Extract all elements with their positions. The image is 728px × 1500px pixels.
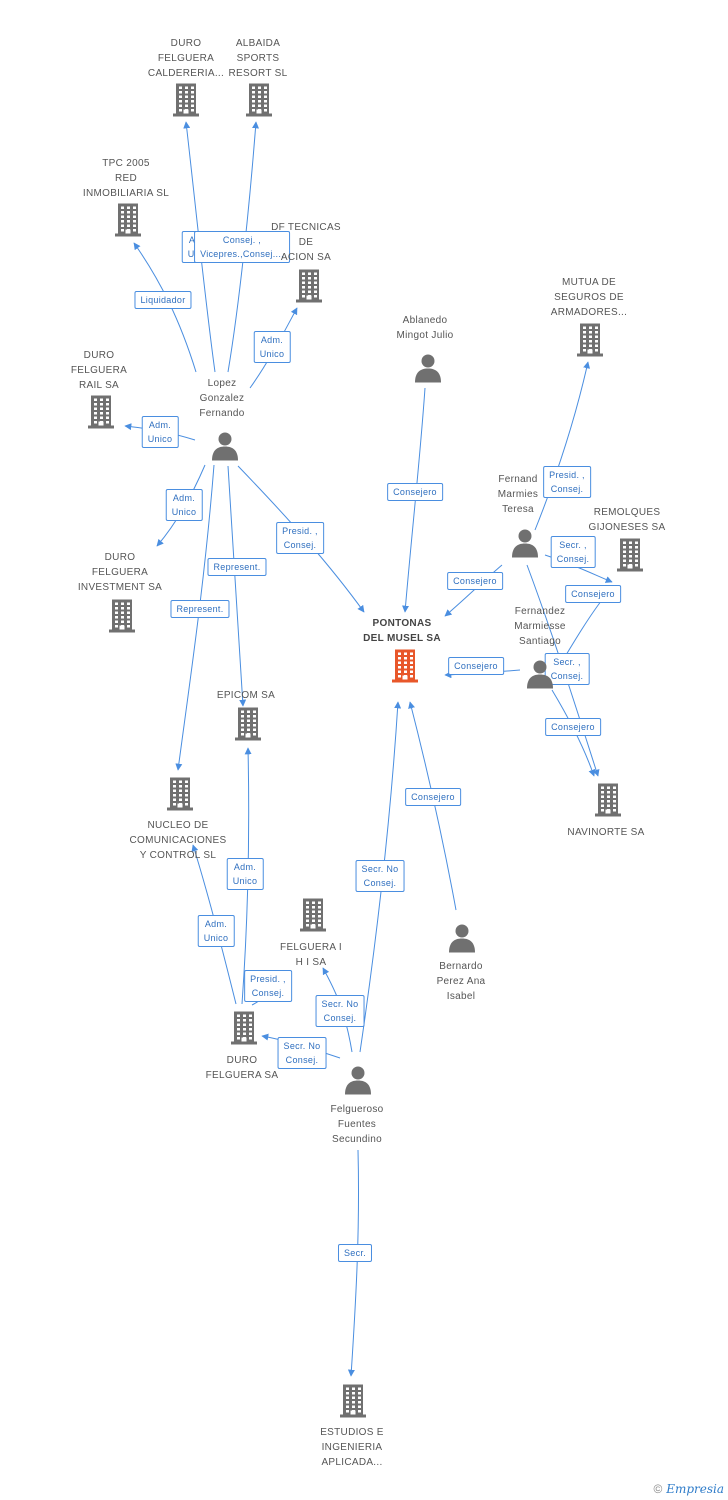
copyright-symbol: ©	[653, 1482, 663, 1496]
building-icon[interactable]	[300, 898, 326, 937]
node-label-remolques[interactable]: REMOLQUES GIJONESES SA	[588, 507, 666, 533]
edge-label[interactable]: Represent.	[170, 600, 230, 618]
node-label-mutua[interactable]: MUTUA DE SEGUROS DE ARMADORES...	[550, 277, 628, 318]
edge-label[interactable]: Adm. Unico	[226, 858, 264, 890]
edge-label[interactable]: Liquidador	[134, 291, 192, 309]
edge-label[interactable]: Adm. Unico	[197, 915, 235, 947]
edge-label[interactable]: Secr. No Consej.	[315, 995, 365, 1027]
building-icon[interactable]	[167, 777, 193, 816]
node-label-fernandez_santiago[interactable]: Fernandez Marmiesse Santiago	[514, 606, 566, 647]
person-icon[interactable]	[447, 923, 477, 958]
edge-label[interactable]: Adm. Unico	[141, 416, 179, 448]
edge-label[interactable]: Presid. , Consej.	[543, 466, 591, 498]
edge-label[interactable]: Secr. No Consej.	[355, 860, 405, 892]
edges-layer	[124, 121, 613, 1377]
edge-label[interactable]: Secr. No Consej.	[277, 1037, 327, 1069]
edge-label[interactable]: Presid. , Consej.	[244, 970, 292, 1002]
building-icon[interactable]	[173, 83, 199, 122]
edge-label[interactable]: Consejero	[447, 572, 503, 590]
node-label-felgueroso[interactable]: Felgueroso Fuentes Secundino	[330, 1104, 384, 1145]
node-label-duro_calderer[interactable]: DURO FELGUERA CALDERERIA...	[147, 38, 225, 79]
node-label-bernardo[interactable]: Bernardo Perez Ana Isabel	[436, 961, 486, 1002]
edge-label[interactable]: Consejero	[405, 788, 461, 806]
node-label-tpc[interactable]: TPC 2005 RED INMOBILIARIA SL	[82, 158, 170, 199]
edge-felgueroso-estudios	[347, 1149, 360, 1377]
node-label-df_tecnicas[interactable]: DF TECNICAS DE ACION SA	[271, 222, 341, 263]
edge-label[interactable]: Secr.	[337, 1244, 373, 1262]
edge-lopez-nucleo	[175, 464, 215, 771]
node-label-epicom[interactable]: EPICOM SA	[216, 690, 276, 701]
edge-label[interactable]: Consej. , Vicepres.,Consej....	[194, 231, 290, 263]
building-icon[interactable]	[340, 1384, 366, 1423]
building-icon[interactable]	[235, 707, 261, 746]
node-label-estudios[interactable]: ESTUDIOS E INGENIERIA APLICADA...	[320, 1427, 384, 1468]
node-label-albaida[interactable]: ALBAIDA SPORTS RESORT SL	[228, 38, 288, 79]
edge-label[interactable]: Consejero	[545, 718, 601, 736]
edge-label[interactable]: Consejero	[448, 657, 504, 675]
building-icon[interactable]	[577, 323, 603, 362]
node-label-nucleo[interactable]: NUCLEO DE COMUNICACIONES Y CONTROL SL	[129, 820, 227, 861]
focus-building-icon[interactable]	[392, 649, 418, 688]
building-icon[interactable]	[296, 269, 322, 308]
brand-footer: © Empresia	[654, 1482, 724, 1496]
building-icon[interactable]	[617, 538, 643, 577]
node-label-ablanedo[interactable]: Ablanedo Mingot Julio	[396, 315, 454, 341]
edge-label[interactable]: Adm. Unico	[165, 489, 203, 521]
node-label-felguera_ihi[interactable]: FELGUERA I H I SA	[280, 942, 342, 968]
building-icon[interactable]	[109, 599, 135, 638]
node-label-lopez[interactable]: Lopez Gonzalez Fernando	[199, 378, 245, 419]
brand-name: Empresia	[666, 1482, 724, 1496]
edge-label[interactable]: Consejero	[387, 483, 443, 501]
edge-lopez-epicom	[227, 465, 247, 707]
person-icon[interactable]	[210, 431, 240, 466]
node-label-pontonas[interactable]: PONTONAS DEL MUSEL SA	[363, 618, 441, 644]
person-icon[interactable]	[510, 528, 540, 563]
building-icon[interactable]	[115, 203, 141, 242]
edge-label[interactable]: Secr. , Consej.	[544, 653, 590, 685]
edge-bernardo-pontonas	[408, 701, 457, 911]
node-label-duro_investment[interactable]: DURO FELGUERA INVESTMENT SA	[77, 552, 163, 593]
edge-fernandez_teresa-pontonas	[444, 564, 503, 617]
person-icon[interactable]	[343, 1065, 373, 1100]
edge-label[interactable]: Secr. , Consej.	[550, 536, 596, 568]
edge-label[interactable]: Represent.	[207, 558, 267, 576]
edge-label[interactable]: Adm. Unico	[253, 331, 291, 363]
edge-fernandez_teresa-mutua	[534, 361, 591, 531]
building-icon[interactable]	[231, 1011, 257, 1050]
building-icon[interactable]	[88, 395, 114, 434]
person-icon[interactable]	[413, 353, 443, 388]
node-label-duro_rail[interactable]: DURO FELGUERA RAIL SA	[70, 350, 128, 391]
node-label-duro_felguera[interactable]: DURO FELGUERA SA	[205, 1055, 279, 1081]
edge-label[interactable]: Presid. , Consej.	[276, 522, 324, 554]
building-icon[interactable]	[595, 783, 621, 822]
building-icon[interactable]	[246, 83, 272, 122]
node-label-navinorte[interactable]: NAVINORTE SA	[567, 827, 645, 838]
person-icon[interactable]	[525, 659, 555, 694]
edge-label[interactable]: Consejero	[565, 585, 621, 603]
node-label-fernandez_teresa[interactable]: Fernand Marmies Teresa	[497, 474, 539, 515]
